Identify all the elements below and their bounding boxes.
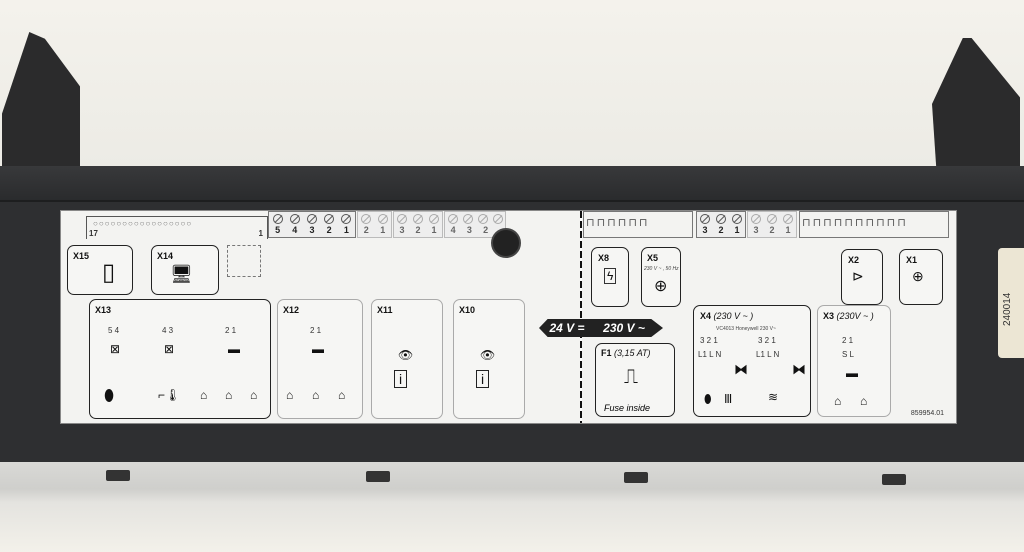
connector-box-x10: X10 👁 i (453, 299, 525, 419)
connector-box-x3: X3 (230V ~ ) 2 1 S L ▬ ⌂ ⌂ (817, 305, 891, 417)
pump-icon: ⊳ (852, 268, 864, 284)
connector-box-x15: X15 ▯ (67, 245, 133, 295)
house-thermometer-icon: ⌂ (200, 388, 208, 402)
connector-box-x12: X12 2 1 ▬ ⌂ ⌂ ⌂ (277, 299, 363, 419)
eye-icon: 👁 (398, 348, 414, 362)
connector-box-x1: X1 ⊕ (899, 249, 943, 305)
outdoor-thermometer-icon: ⌐🌡 (158, 388, 181, 402)
eye-icon: 👁 (480, 348, 496, 362)
connector-box-x2: X2 ⊳ (841, 249, 883, 305)
radiator-icon: Ⅲ (724, 392, 733, 406)
computer-port-icon: 🖥 (170, 264, 193, 284)
connector-box-x14: X14 🖥 (151, 245, 219, 295)
rj-socket-outline (227, 245, 261, 277)
house-frost-icon: ⌂ (225, 388, 233, 402)
lightning-bolt-icon: ϟ (604, 268, 617, 284)
clip-slot (366, 471, 390, 482)
house-frost-icon: ⌂ (312, 388, 320, 402)
part-number: 859954.01 (910, 410, 944, 417)
wall-background (0, 0, 1024, 170)
immersion-sensor-icon: ⬮ (104, 388, 115, 405)
connector-box-x8: X8 ϟ (591, 247, 629, 307)
floor-heating-icon: ≋ (768, 390, 779, 404)
hot-water-tank-icon: ⬮ (704, 392, 712, 406)
edge-pin-last: 1 (258, 229, 263, 238)
sensor-icon: ⊠ (110, 342, 121, 356)
clip-slot (106, 470, 130, 481)
clip-slot (624, 472, 648, 483)
three-way-valve-icon: ⧓ (734, 361, 748, 377)
house-solar-icon: ⌂ (250, 388, 258, 402)
fuse-holder-icon: ⎍ (624, 366, 638, 388)
relay-contact-icon: ▬ (846, 366, 858, 380)
relay-contact-icon: ▬ (228, 342, 240, 356)
plug-strip-x8-x5[interactable]: ⊓⊓⊓⊓⊓⊓ (583, 211, 693, 238)
memory-module-icon: ▯ (102, 259, 116, 286)
housing-base (0, 462, 1024, 552)
connector-box-x11: X11 👁 i (371, 299, 443, 419)
connector-box-x13: X13 5 4 4 3 2 1 ⊠ ⊠ ▬ ⬮ ⌐🌡 ⌂ ⌂ ⌂ (89, 299, 271, 419)
house-thermometer-icon: ⌂ (834, 394, 842, 408)
cable-grommet (491, 228, 521, 258)
info-manual-icon: i (394, 370, 408, 388)
three-way-valve-icon: ⧓ (792, 361, 806, 377)
relay-contact-icon: ▬ (312, 342, 324, 356)
housing-top-rail (0, 166, 1024, 202)
connector-box-x5: X5 230 V ~ , 50 Hz ⊕ (641, 247, 681, 307)
info-manual-icon: i (476, 370, 490, 388)
edge-pin-first: 17 (89, 229, 98, 238)
house-solar-icon: ⌂ (338, 388, 346, 402)
house-thermometer-icon: ⌂ (286, 388, 294, 402)
sensor-icon: ⊠ (164, 342, 175, 356)
fuse-box-f1: F1 (3,15 AT) ⎍ Fuse inside (595, 343, 675, 417)
circulation-pump-icon: ⊕ (912, 268, 924, 284)
clip-slot (882, 474, 906, 485)
connector-box-x4: X4 (230 V ~ ) VC4013 Honeywell 230 V~ 3 … (693, 305, 811, 417)
edge-connector: ○○○○○○○○○○○○○○○○○ 17 1 (86, 216, 268, 239)
plug-strip-x2-x1[interactable]: ⊓⊓⊓⊓⊓⊓⊓⊓⊓⊓ (799, 211, 949, 238)
voltage-divider-line (580, 211, 582, 423)
power-input-icon: ⊕ (654, 278, 668, 295)
low-voltage-arrow: 24 V = (539, 319, 587, 337)
serial-sticker: 240014 (998, 248, 1024, 358)
house-frost-icon: ⌂ (860, 394, 868, 408)
mains-voltage-arrow: 230 V ~ (585, 319, 663, 337)
